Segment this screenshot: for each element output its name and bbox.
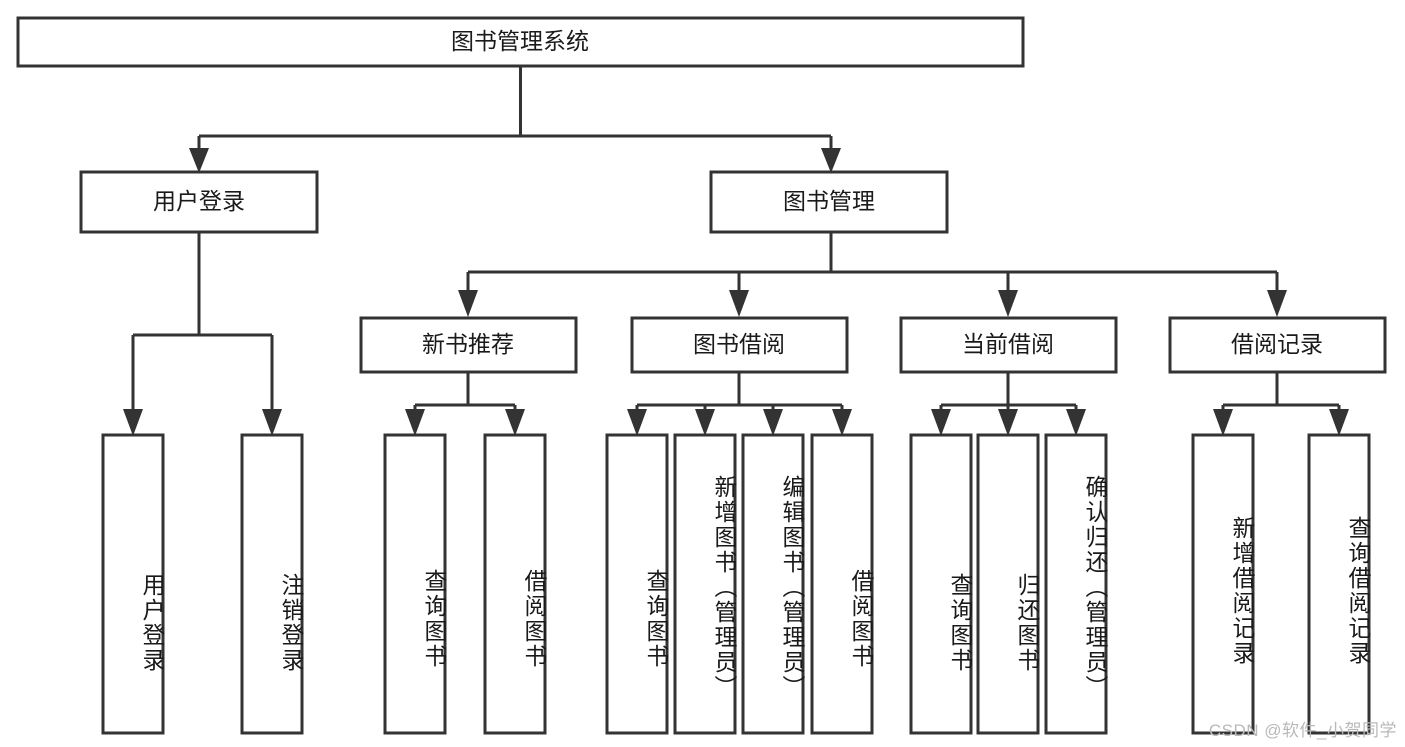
leaf-box-logout[interactable] bbox=[240, 433, 304, 735]
connector-layer bbox=[123, 66, 1349, 436]
arrow-head-borrow-leaf-4 bbox=[832, 409, 852, 436]
arrow-head-borrow-leaf-1 bbox=[627, 409, 647, 436]
node-user-login-label: 用户登录 bbox=[153, 188, 245, 214]
node-root-label: 图书管理系统 bbox=[451, 28, 589, 54]
arrow-head-borrow-leaf-3 bbox=[763, 409, 783, 436]
arrow-head-recommend-leaf-2 bbox=[505, 409, 525, 436]
node-new-book-recommend-label: 新书推荐 bbox=[422, 331, 514, 357]
leaf-box-borrow-edit-book[interactable] bbox=[741, 433, 805, 735]
node-new-book-recommend-box[interactable] bbox=[359, 316, 578, 374]
arrow-head-leaf-logout bbox=[262, 409, 282, 436]
leaf-box-user-login[interactable] bbox=[101, 433, 165, 735]
arrow-head-records-leaf-1 bbox=[1213, 409, 1233, 436]
watermark-text: CSDN @软件_小贺同学 bbox=[1208, 721, 1397, 740]
arrow-head-current-leaf-1 bbox=[931, 409, 951, 436]
leaf-box-current-query-book[interactable] bbox=[909, 433, 973, 735]
node-book-borrow-box[interactable] bbox=[630, 316, 849, 374]
arrow-head-book-mgmt bbox=[821, 148, 841, 173]
arrow-head-records-leaf-2 bbox=[1329, 409, 1349, 436]
node-user-login-box[interactable] bbox=[79, 170, 319, 234]
leaf-box-records-query-record[interactable] bbox=[1307, 433, 1371, 735]
arrow-head-book-borrow bbox=[729, 290, 749, 317]
label-layer: 图书管理系统 用户登录 图书管理 新书推荐 图书借阅 当前借阅 借阅记录 bbox=[153, 28, 1323, 357]
leaf-box-current-confirm-return[interactable] bbox=[1044, 433, 1108, 735]
arrow-head-current-leaf-2 bbox=[998, 409, 1018, 436]
leaf-box-borrow-borrow-book[interactable] bbox=[810, 433, 874, 735]
leaf-box-recommend-query-book[interactable] bbox=[383, 433, 447, 735]
node-current-borrow-box[interactable] bbox=[899, 316, 1118, 374]
arrow-head-borrow-records bbox=[1267, 290, 1287, 317]
arrow-head-borrow-leaf-2 bbox=[695, 409, 715, 436]
node-layer bbox=[16, 16, 1387, 735]
node-current-borrow-label: 当前借阅 bbox=[962, 331, 1054, 357]
node-book-management-box[interactable] bbox=[709, 170, 949, 234]
leaf-box-borrow-add-book[interactable] bbox=[673, 433, 737, 735]
arrow-head-new-book-recommend bbox=[458, 290, 478, 317]
node-root-box[interactable] bbox=[16, 16, 1025, 68]
arrow-head-leaf-user-login bbox=[123, 409, 143, 436]
node-borrow-records-box[interactable] bbox=[1168, 316, 1387, 374]
leaf-box-borrow-query-book[interactable] bbox=[605, 433, 669, 735]
arrow-head-user-login bbox=[189, 148, 209, 173]
node-book-management-label: 图书管理 bbox=[783, 188, 875, 214]
leaf-box-current-return-book[interactable] bbox=[976, 433, 1040, 735]
leaf-box-recommend-borrow-book[interactable] bbox=[483, 433, 547, 735]
arrow-head-current-borrow bbox=[998, 290, 1018, 317]
arrow-head-current-leaf-3 bbox=[1066, 409, 1086, 436]
leaf-box-records-add-record[interactable] bbox=[1191, 433, 1255, 735]
arrow-head-recommend-leaf-1 bbox=[405, 409, 425, 436]
node-borrow-records-label: 借阅记录 bbox=[1231, 331, 1323, 357]
node-book-borrow-label: 图书借阅 bbox=[693, 331, 785, 357]
